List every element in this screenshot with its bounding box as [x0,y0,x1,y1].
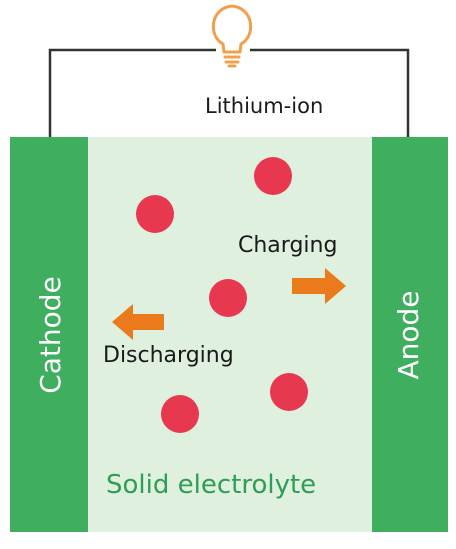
electrolyte-region [88,137,376,532]
solid-electrolyte-label: Solid electrolyte [106,470,317,500]
cathode-electrode [10,137,88,532]
arrow-left-icon [112,304,164,340]
anode-electrode [372,137,448,532]
lightbulb-icon [211,4,253,68]
lithium-ion [209,279,247,317]
anode-label: Anode [392,290,425,380]
wire-left [48,48,216,137]
discharging-label: Discharging [103,343,234,368]
charging-label: Charging [238,233,338,258]
lithium-ion [254,157,292,195]
cathode-label: Cathode [34,276,67,394]
arrow-right-icon [292,268,346,304]
lithium-ion-label: Lithium-ion [205,94,324,118]
lithium-ion [161,395,199,433]
lithium-ion [136,195,174,233]
lithium-ion [270,373,308,411]
wire-right [250,48,410,137]
